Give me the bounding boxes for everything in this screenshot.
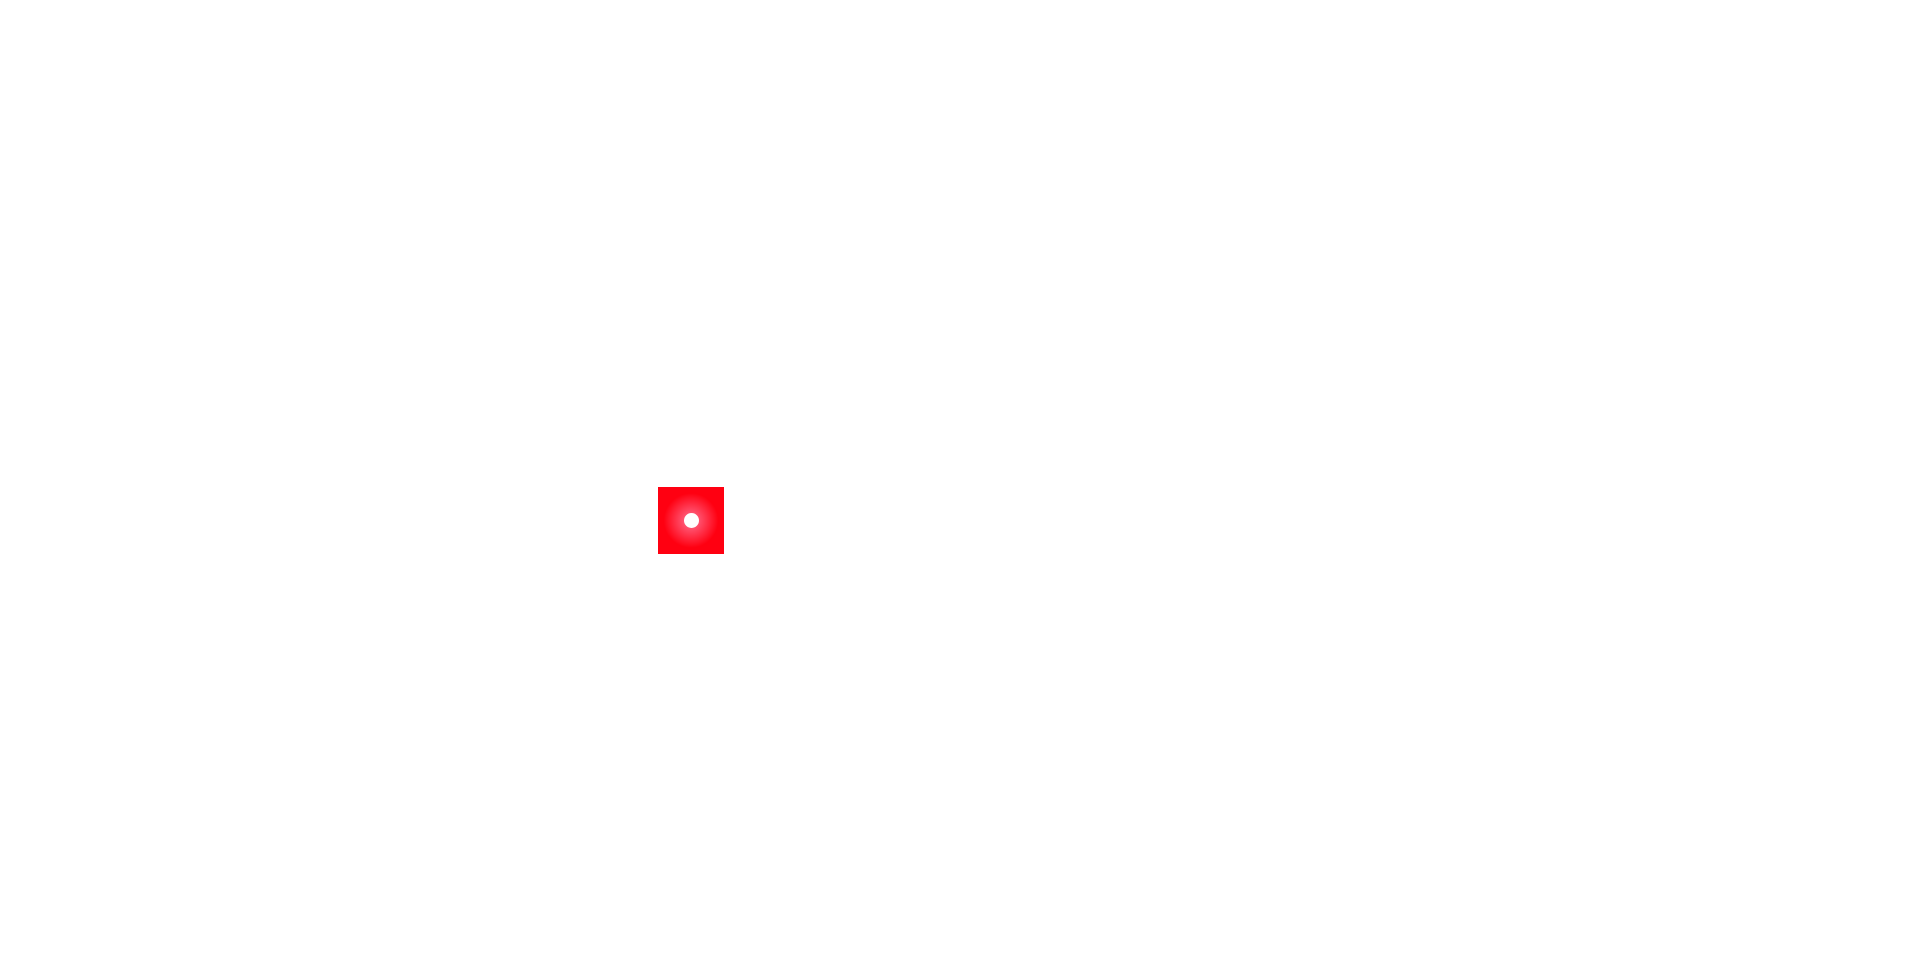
target-center-dot-icon — [683, 513, 699, 528]
click-target-marker[interactable] — [658, 487, 724, 554]
